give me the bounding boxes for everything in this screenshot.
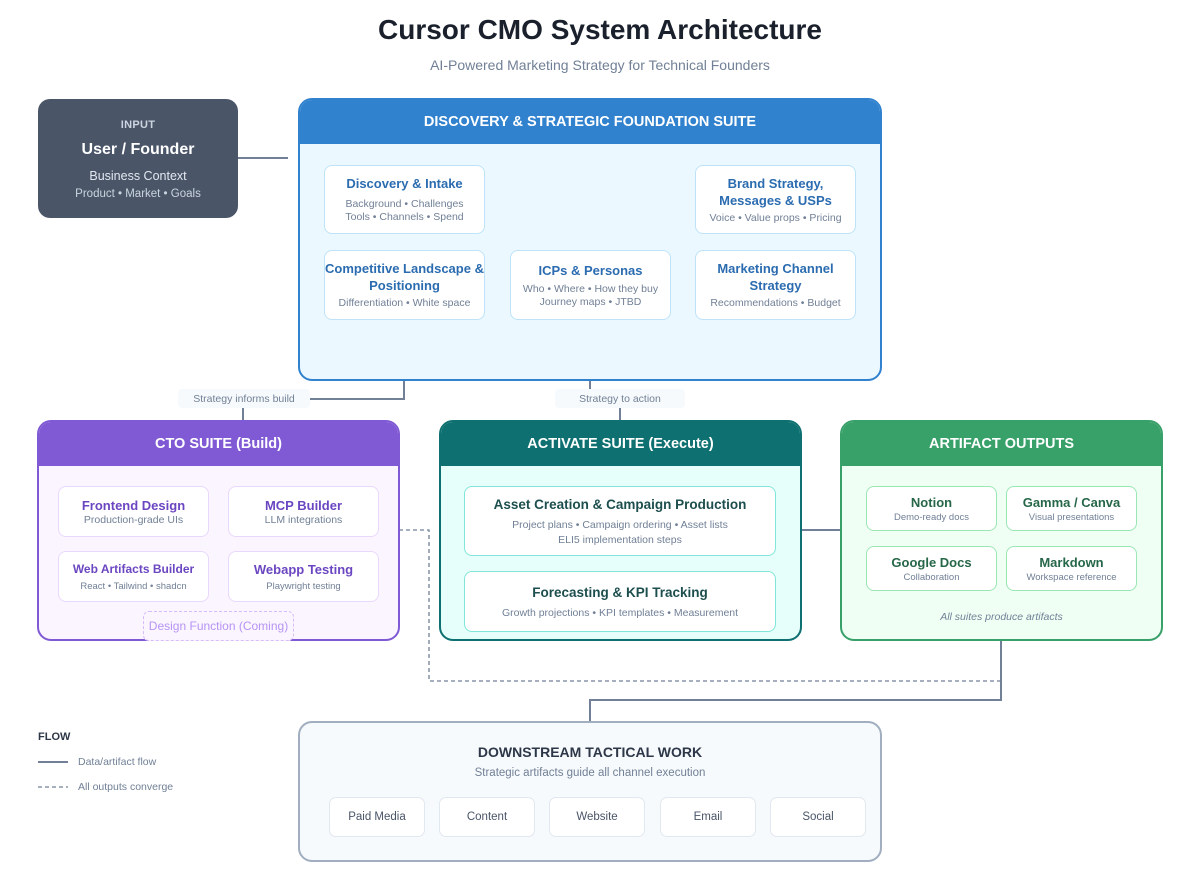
card-title: Marketing Channel Strategy (717, 261, 834, 293)
card-title: Webapp Testing (253, 561, 354, 577)
discovery-suite: DISCOVERY & STRATEGIC FOUNDATION SUITE (298, 98, 882, 381)
card-webapp-testing: Webapp Testing Playwright testing (228, 551, 379, 602)
artifacts-to-downstream-line (589, 640, 1002, 721)
card-google-docs: Google Docs Collaboration (866, 546, 997, 591)
card-title: Web Artifacts Builder (72, 561, 195, 576)
card-sub: Playwright testing (266, 580, 341, 592)
card-title: Asset Creation & Campaign Production (493, 496, 747, 512)
card-sub: Who • Where • How they buy (522, 282, 659, 295)
downstream-tactical-work: DOWNSTREAM TACTICAL WORK Strategic artif… (298, 721, 882, 862)
card-title: MCP Builder (264, 497, 343, 513)
card-markdown: Markdown Workspace reference (1006, 546, 1137, 591)
card-sub: LLM integrations (264, 513, 343, 526)
card-sub: Background • Challenges (345, 198, 464, 210)
card-sub2: Journey maps • JTBD (539, 295, 642, 308)
artifact-outputs-header: ARTIFACT OUTPUTS (842, 422, 1161, 466)
card-brand-strategy: Brand Strategy, Messages & USPs Voice • … (695, 165, 856, 234)
input-line2: Product • Market • Goals (75, 188, 201, 200)
card-sub: Production-grade UIs (83, 513, 184, 526)
card-title: Forecasting & KPI Tracking (532, 584, 708, 600)
downstream-title: DOWNSTREAM TACTICAL WORK (477, 744, 703, 760)
cto-suite-header: CTO SUITE (Build) (39, 422, 398, 466)
card-mcp-builder: MCP Builder LLM integrations (228, 486, 379, 537)
channel-content: Content (439, 797, 535, 837)
card-sub2: ELI5 implementation steps (558, 533, 682, 546)
card-forecasting-kpi: Forecasting & KPI Tracking Growth projec… (464, 571, 776, 632)
legend-solid-label: Data/artifact flow (78, 756, 157, 768)
page-title: Cursor CMO System Architecture (378, 14, 822, 45)
card-title: Google Docs (891, 554, 972, 570)
card-asset-creation: Asset Creation & Campaign Production Pro… (464, 486, 776, 556)
input-title: User / Founder (81, 141, 195, 158)
card-title: Notion (910, 494, 953, 510)
card-sub2: Tools • Channels • Spend (345, 211, 464, 223)
downstream-subtitle: Strategic artifacts guide all channel ex… (474, 767, 706, 779)
card-title: Markdown (1039, 554, 1104, 570)
card-sub: Visual presentations (1028, 511, 1115, 523)
card-sub: Demo-ready docs (894, 511, 969, 523)
cto-converge-dashed-line (399, 529, 1001, 682)
card-sub: Project plans • Campaign ordering • Asse… (512, 518, 728, 531)
card-sub: Collaboration (903, 571, 960, 583)
card-sub: Workspace reference (1026, 571, 1117, 583)
input-user-founder: INPUT User / Founder Business Context Pr… (38, 99, 238, 218)
discovery-suite-header: DISCOVERY & STRATEGIC FOUNDATION SUITE (300, 100, 880, 144)
input-kicker: INPUT (120, 119, 156, 131)
card-title: ICPs & Personas (538, 262, 643, 278)
card-notion: Notion Demo-ready docs (866, 486, 997, 531)
artifacts-note: All suites produce artifacts (940, 611, 1063, 623)
design-function-coming: Design Function (Coming) (143, 611, 294, 641)
card-sub: Recommendations • Budget (710, 297, 841, 309)
card-frontend-design: Frontend Design Production-grade UIs (58, 486, 209, 537)
card-gamma-canva: Gamma / Canva Visual presentations (1006, 486, 1137, 531)
card-title: Gamma / Canva (1022, 494, 1121, 510)
card-sub: React • Tailwind • shadcn (80, 580, 187, 592)
discovery-to-activate-line (589, 380, 621, 420)
card-discovery-intake: Discovery & Intake Background • Challeng… (324, 165, 485, 234)
channel-paid-media: Paid Media (329, 797, 425, 837)
page-subtitle: AI-Powered Marketing Strategy for Techni… (430, 57, 770, 73)
card-web-artifacts-builder: Web Artifacts Builder React • Tailwind •… (58, 551, 209, 602)
card-icps-personas: ICPs & Personas Who • Where • How they b… (510, 250, 671, 320)
card-marketing-channel: Marketing Channel Strategy Recommendatio… (695, 250, 856, 320)
input-line1: Business Context (89, 169, 187, 183)
card-title: Brand Strategy, Messages & USPs (719, 175, 832, 208)
discovery-to-cto-line (242, 380, 405, 420)
channel-email: Email (660, 797, 756, 837)
card-title: Competitive Landscape & Positioning (325, 261, 484, 293)
card-competitive-landscape: Competitive Landscape & Positioning Diff… (324, 250, 485, 320)
channel-social: Social (770, 797, 866, 837)
card-title: Discovery & Intake (346, 176, 463, 191)
activate-suite-header: ACTIVATE SUITE (Execute) (441, 422, 800, 466)
label-strategy-to-action: Strategy to action (555, 389, 685, 408)
legend-dashed-label: All outputs converge (78, 781, 174, 793)
card-sub: Voice • Value props • Pricing (709, 211, 842, 224)
label-strategy-informs-build: Strategy informs build (178, 389, 310, 408)
channel-website: Website (549, 797, 645, 837)
card-sub: Differentiation • White space (338, 297, 471, 309)
card-sub: Growth projections • KPI templates • Mea… (501, 606, 739, 619)
card-title: Frontend Design (81, 497, 186, 513)
legend-title: FLOW (38, 731, 71, 743)
